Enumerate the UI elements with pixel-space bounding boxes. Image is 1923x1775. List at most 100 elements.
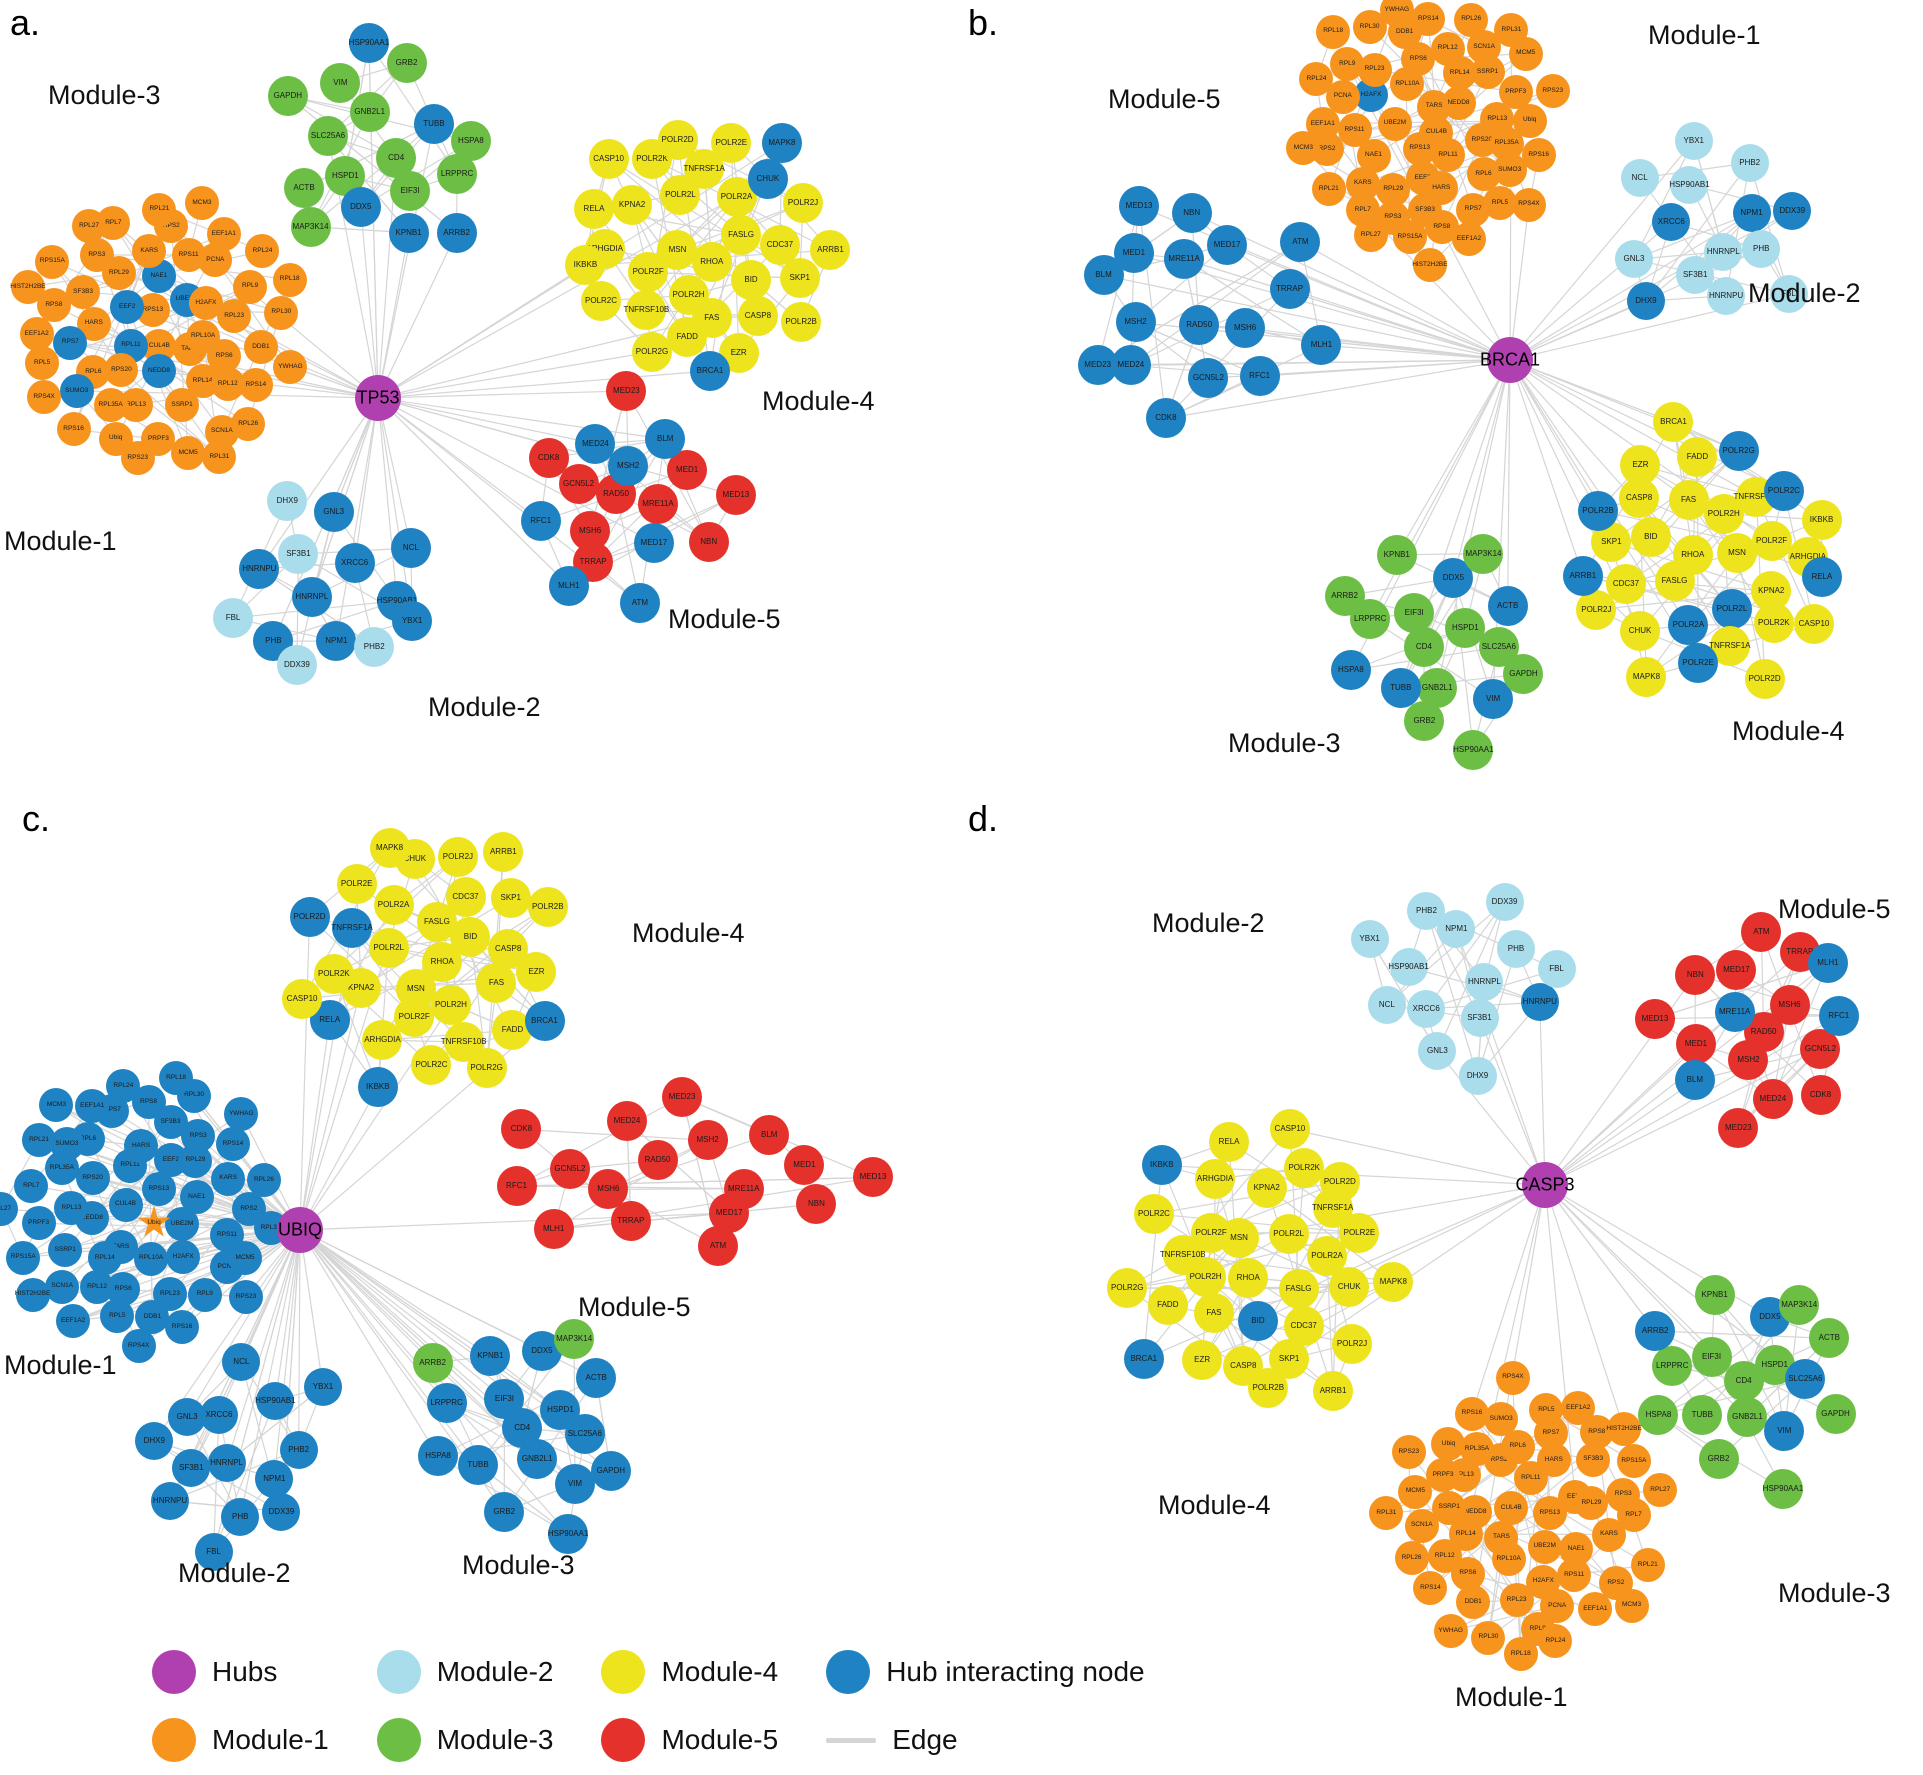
node-msn[interactable]: MSN — [1717, 532, 1758, 573]
node-ywhag[interactable]: YWHAG — [1433, 1613, 1468, 1648]
node-rpl12[interactable]: RPL12 — [1427, 1538, 1462, 1573]
node-bid[interactable]: BID — [1237, 1301, 1278, 1342]
node-rpl23[interactable]: RPL23 — [1357, 52, 1392, 87]
node-rpl31[interactable]: RPL31 — [202, 440, 237, 475]
node-rpl14[interactable]: RPL14 — [87, 1241, 122, 1276]
node-polr2g[interactable]: POLR2G — [466, 1047, 507, 1088]
node-rpl27[interactable]: RPL27 — [72, 208, 107, 243]
node-xrcc6[interactable]: XRCC6 — [1652, 203, 1691, 242]
node-fbl[interactable]: FBL — [213, 597, 254, 638]
node-ybx1[interactable]: YBX1 — [304, 1368, 343, 1407]
node-ezr[interactable]: EZR — [516, 952, 557, 993]
node-rfc1[interactable]: RFC1 — [496, 1166, 537, 1207]
node-nbn[interactable]: NBN — [688, 521, 729, 562]
node-sumo3[interactable]: SUMO3 — [59, 373, 94, 408]
node-rpl5[interactable]: RPL5 — [1483, 185, 1518, 220]
node-hsp90aa1[interactable]: HSP90AA1 — [349, 22, 389, 63]
node-tubb[interactable]: TUBB — [1682, 1395, 1723, 1436]
node-rpl9[interactable]: RPL9 — [1330, 47, 1365, 82]
node-bid[interactable]: BID — [450, 917, 491, 958]
node-rpl24[interactable]: RPL24 — [245, 234, 280, 269]
node-rad50[interactable]: RAD50 — [637, 1140, 678, 1181]
node-blm[interactable]: BLM — [1674, 1060, 1715, 1101]
node-phb[interactable]: PHB — [1497, 930, 1536, 969]
node-mlh1[interactable]: MLH1 — [1301, 325, 1342, 366]
node-polr2c[interactable]: POLR2C — [1763, 471, 1804, 512]
node-fas[interactable]: FAS — [476, 963, 517, 1004]
node-arrb2[interactable]: ARRB2 — [436, 212, 477, 253]
node-rpl5[interactable]: RPL5 — [1529, 1393, 1564, 1428]
node-scn1a[interactable]: SCN1A — [45, 1269, 80, 1304]
node-med1[interactable]: MED1 — [1675, 1023, 1716, 1064]
node-rps3[interactable]: RPS3 — [79, 238, 114, 273]
node-mlh1[interactable]: MLH1 — [1807, 943, 1848, 984]
node-actb[interactable]: ACTB — [576, 1358, 617, 1399]
node-rpl24[interactable]: RPL24 — [106, 1069, 141, 1104]
node-atm[interactable]: ATM — [619, 583, 660, 624]
node-hist2h2be[interactable]: HIST2H2BE — [1412, 248, 1448, 283]
node-faslg[interactable]: FASLG — [1654, 561, 1695, 602]
node-rpl29[interactable]: RPL29 — [1574, 1486, 1609, 1521]
node-rps15a[interactable]: RPS15A — [6, 1240, 41, 1275]
node-kars[interactable]: KARS — [211, 1161, 246, 1196]
node-rps16[interactable]: RPS16 — [165, 1310, 200, 1345]
node-polr2l[interactable]: POLR2L — [368, 927, 409, 968]
node-gapdh[interactable]: GAPDH — [267, 76, 308, 117]
node-rfc1[interactable]: RFC1 — [1818, 995, 1859, 1036]
node-actb[interactable]: ACTB — [1487, 585, 1528, 626]
node-eef1a1[interactable]: EEF1A1 — [75, 1089, 110, 1124]
node-polr2g[interactable]: POLR2G — [1718, 430, 1759, 471]
node-cdk8[interactable]: CDK8 — [528, 438, 569, 479]
node-nbn[interactable]: NBN — [1675, 954, 1716, 995]
node-sf3b1[interactable]: SF3B1 — [172, 1448, 211, 1487]
node-cul4b[interactable]: CUL4B — [1494, 1491, 1529, 1526]
node-polr2j[interactable]: POLR2J — [1332, 1323, 1373, 1364]
node-polr2k[interactable]: POLR2K — [313, 954, 354, 995]
node-polr2d[interactable]: POLR2D — [1319, 1161, 1360, 1202]
node-hars[interactable]: HARS — [124, 1129, 159, 1164]
node-arhgdia[interactable]: ARHGDIA — [362, 1020, 403, 1061]
node-hnrnpu[interactable]: HNRNPU — [239, 548, 280, 589]
node-rps16[interactable]: RPS16 — [56, 412, 91, 447]
node-map3k14[interactable]: MAP3K14 — [290, 206, 331, 247]
node-rpl30[interactable]: RPL30 — [1471, 1620, 1506, 1655]
node-rps13[interactable]: RPS13 — [141, 1172, 176, 1207]
node-ezr[interactable]: EZR — [1620, 445, 1661, 486]
node-rps16[interactable]: RPS16 — [1454, 1396, 1489, 1431]
node-rpl7[interactable]: RPL7 — [1616, 1497, 1651, 1532]
node-polr2f[interactable]: POLR2F — [628, 252, 669, 293]
node-fbl[interactable]: FBL — [194, 1532, 233, 1571]
node-ssrp1[interactable]: SSRP1 — [165, 388, 200, 423]
node-med17[interactable]: MED17 — [1716, 949, 1757, 990]
node-ikbkb[interactable]: IKBKB — [565, 245, 606, 286]
node-ddx39[interactable]: DDX39 — [1485, 883, 1524, 922]
node-rps14[interactable]: RPS14 — [238, 367, 273, 402]
node-gnl3[interactable]: GNL3 — [1614, 240, 1653, 279]
node-rpl11[interactable]: RPL11 — [1431, 138, 1466, 173]
node-fadd[interactable]: FADD — [1147, 1285, 1188, 1326]
node-polr2l[interactable]: POLR2L — [1268, 1213, 1309, 1254]
node-hnrnpu[interactable]: HNRNPU — [1707, 276, 1746, 315]
node-polr2c[interactable]: POLR2C — [411, 1045, 452, 1086]
node-rpl18[interactable]: RPL18 — [272, 262, 307, 297]
node-faslg[interactable]: FASLG — [1278, 1268, 1319, 1309]
node-kpnb1[interactable]: KPNB1 — [1376, 534, 1417, 575]
node-rpl26[interactable]: RPL26 — [1454, 2, 1489, 37]
node-rpl13[interactable]: RPL13 — [54, 1191, 89, 1226]
node-sumo3[interactable]: SUMO3 — [49, 1127, 84, 1162]
node-hnrnpu[interactable]: HNRNPU — [151, 1481, 190, 1520]
node-cdk8[interactable]: CDK8 — [501, 1109, 542, 1150]
node-rpl31[interactable]: RPL31 — [1369, 1496, 1404, 1531]
node-polr2f[interactable]: POLR2F — [394, 997, 435, 1038]
node-rps20[interactable]: RPS20 — [75, 1161, 110, 1196]
node-ddx39[interactable]: DDX39 — [276, 644, 317, 685]
node-trrap[interactable]: TRRAP — [610, 1201, 651, 1242]
node-phb2[interactable]: PHB2 — [1730, 143, 1769, 182]
node-rpl18[interactable]: RPL18 — [1316, 14, 1351, 49]
node-polr2k[interactable]: POLR2K — [1753, 602, 1794, 643]
node-ddb1[interactable]: DDB1 — [243, 329, 278, 364]
node-polr2l[interactable]: POLR2L — [1711, 589, 1752, 630]
node-gapdh[interactable]: GAPDH — [1503, 653, 1544, 694]
node-brca1[interactable]: BRCA1 — [524, 1000, 565, 1041]
node-mcm5[interactable]: MCM5 — [228, 1241, 263, 1276]
